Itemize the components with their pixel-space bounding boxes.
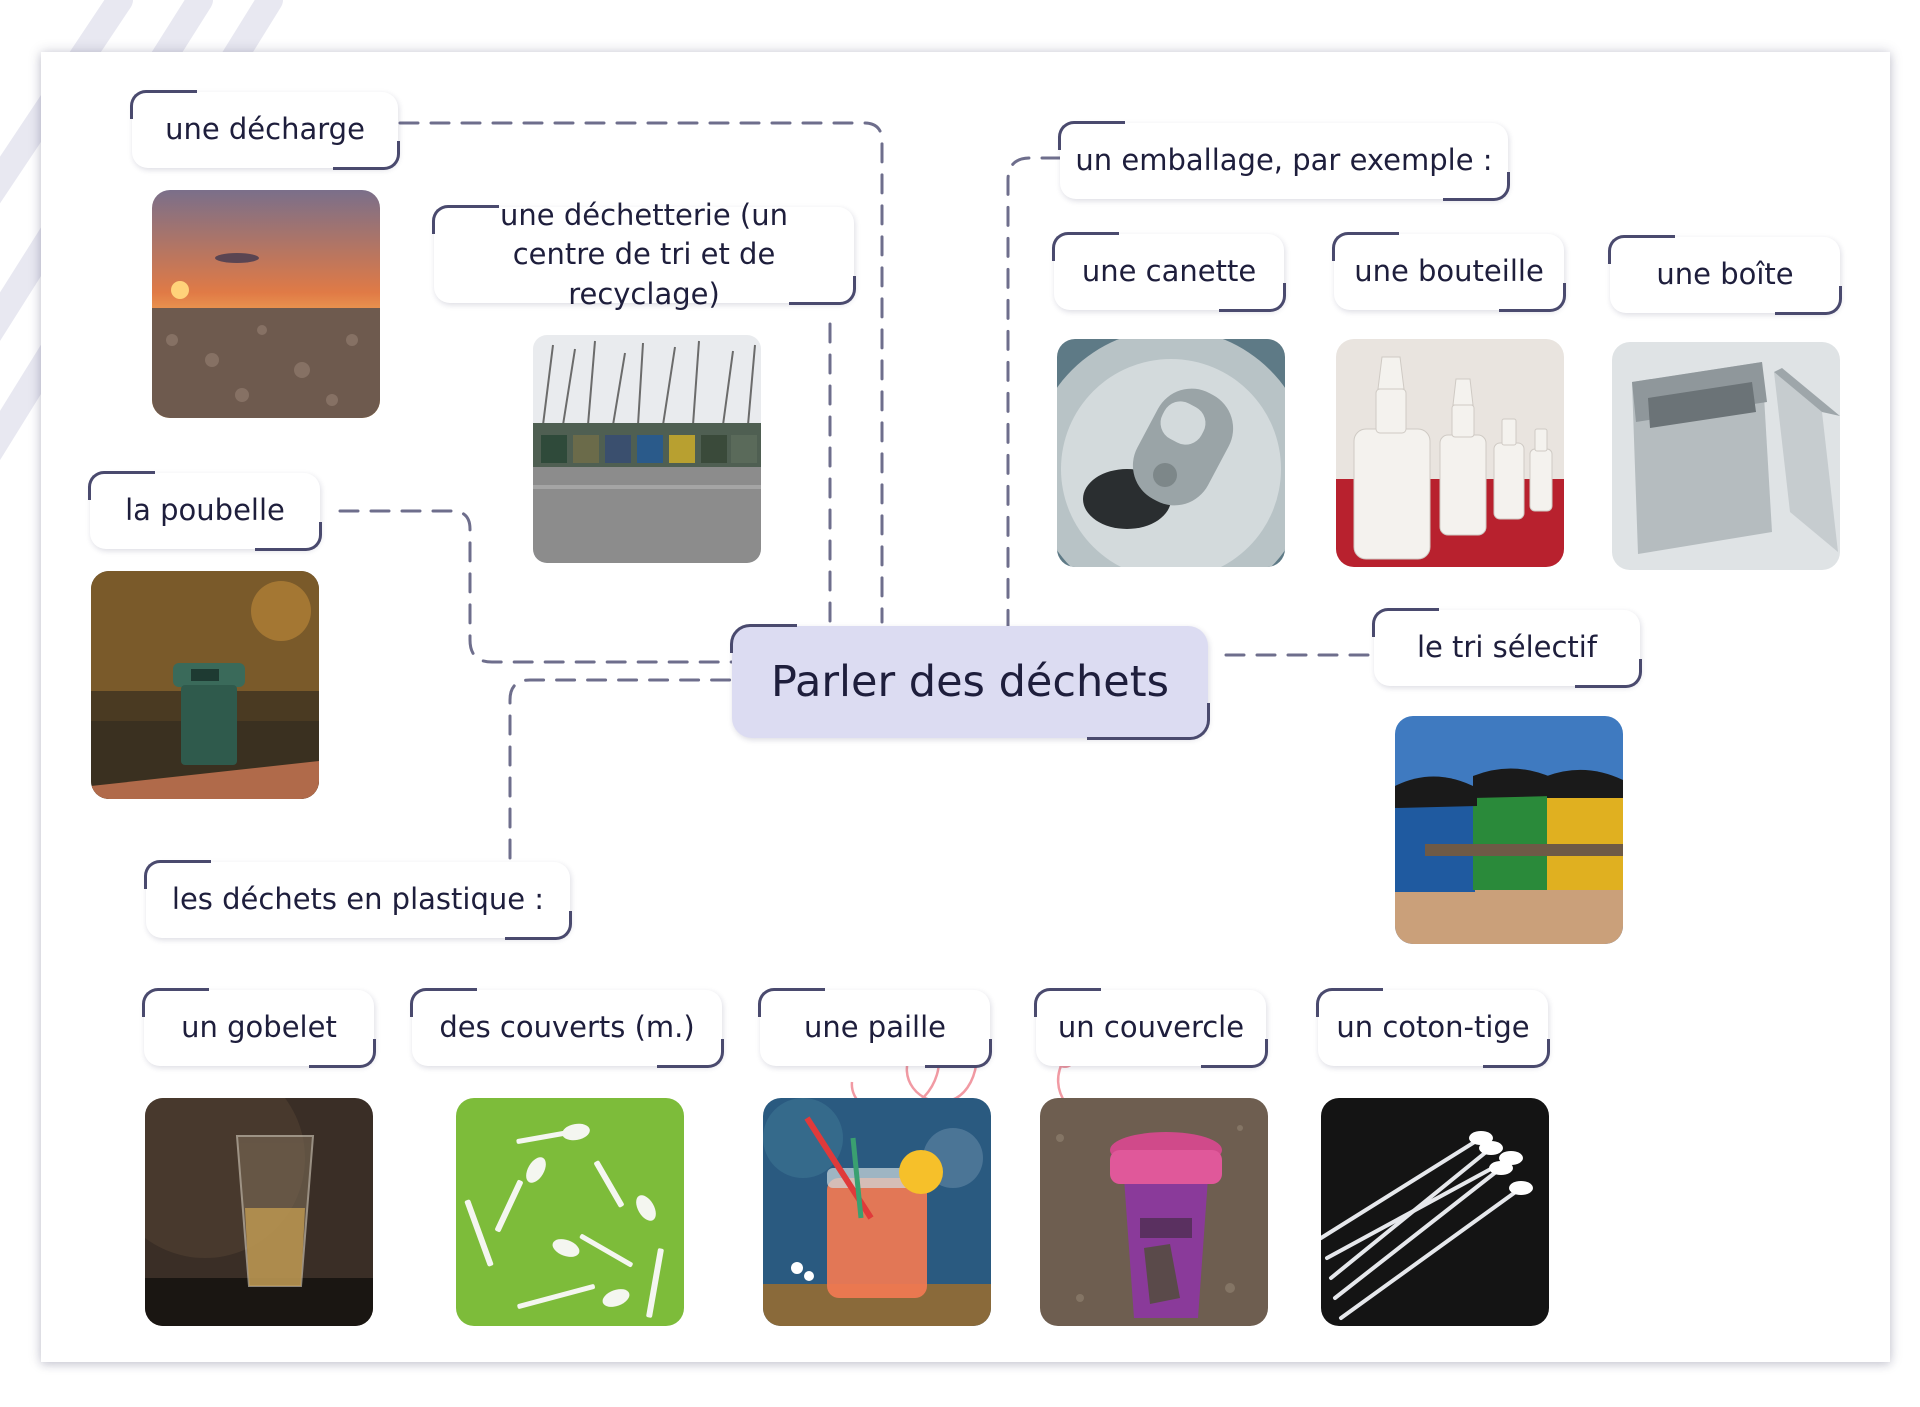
photo-boite (1612, 342, 1840, 570)
photo-couverts (456, 1098, 684, 1326)
photo-canette (1057, 339, 1285, 567)
label-couverts-text: des couverts (m.) (439, 1010, 695, 1045)
photo-gobelet (145, 1098, 373, 1326)
photo-dechetterie (533, 335, 761, 563)
label-decharge-text: une décharge (165, 112, 365, 147)
photo-couvercle (1040, 1098, 1268, 1326)
photo-poubelle (91, 571, 319, 799)
label-paille-text: une paille (803, 1010, 946, 1045)
label-emballage: un emballage, par exemple : (1058, 121, 1510, 201)
label-poubelle: la poubelle (88, 471, 322, 551)
photo-bouteille (1336, 339, 1564, 567)
connector-emballage (1006, 156, 1062, 630)
central-topic-text: Parler des déchets (771, 656, 1169, 707)
label-poubelle-text: la poubelle (125, 493, 285, 528)
photo-paille (763, 1098, 991, 1326)
label-bouteille-text: une bouteille (1354, 254, 1544, 289)
label-tri-selectif-text: le tri sélectif (1416, 630, 1598, 665)
photo-decharge (152, 190, 380, 418)
label-couverts: des couverts (m.) (410, 988, 724, 1068)
connector-poubelle (338, 509, 734, 664)
label-canette: une canette (1052, 232, 1286, 312)
central-topic: Parler des déchets (730, 624, 1210, 740)
label-canette-text: une canette (1081, 254, 1257, 289)
label-paille: une paille (758, 988, 992, 1068)
connector-decharge (398, 121, 884, 624)
label-coton-tige: un coton-tige (1316, 988, 1550, 1068)
label-emballage-text: un emballage, par exemple : (1075, 143, 1493, 178)
label-coton-tige-text: un coton-tige (1336, 1010, 1530, 1045)
photo-tri-selectif (1395, 716, 1623, 944)
connector-plastique (508, 678, 734, 860)
label-plastique-text: les déchets en plastique : (171, 882, 545, 917)
label-plastique: les déchets en plastique : (144, 860, 572, 940)
label-boite: une boîte (1608, 235, 1842, 315)
label-gobelet-text: un gobelet (181, 1010, 337, 1045)
label-dechetterie: une déchetterie (un centre de tri et de … (432, 198, 856, 311)
label-boite-text: une boîte (1656, 257, 1794, 292)
photo-coton-tige (1321, 1098, 1549, 1326)
label-tri-selectif: le tri sélectif (1372, 608, 1642, 688)
label-couvercle-text: un couvercle (1057, 1010, 1245, 1045)
label-couvercle: un couvercle (1034, 988, 1268, 1068)
label-bouteille: une bouteille (1332, 232, 1566, 312)
label-gobelet: un gobelet (142, 988, 376, 1068)
label-dechetterie-text: une déchetterie (un centre de tri et de … (500, 198, 788, 311)
label-decharge: une décharge (130, 90, 400, 170)
